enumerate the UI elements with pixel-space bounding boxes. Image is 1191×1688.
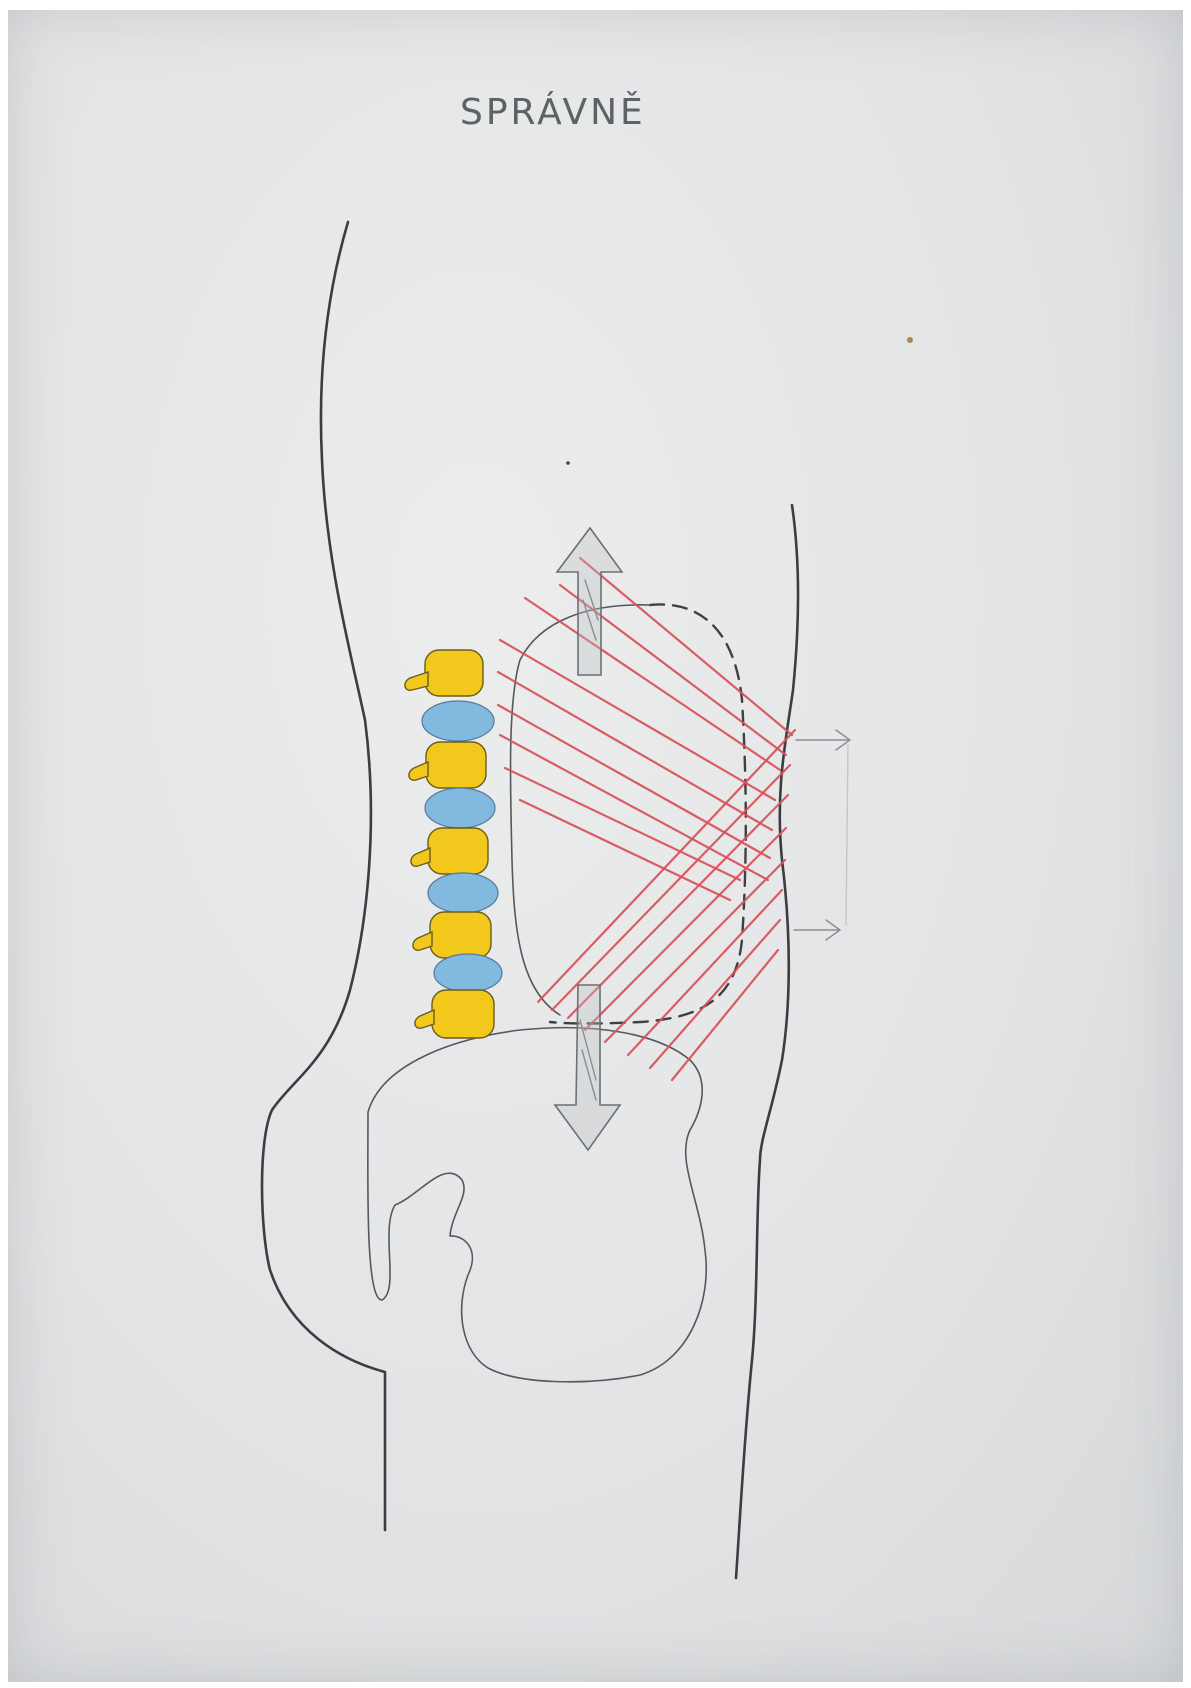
disc-4 [434,954,502,992]
spine [405,650,502,1038]
vertebra-5 [415,990,494,1038]
title-text: SPRÁVNĚ [460,91,646,133]
arrow-down-icon [555,985,620,1150]
disc-1 [422,701,494,741]
body-outline-left [262,222,385,1530]
vertebra-1 [405,650,483,696]
vertebra-2 [409,742,486,788]
paper-speck [907,337,913,343]
vertebra-4 [413,912,491,958]
pencil-dot [566,461,570,465]
arrow-up-icon [557,528,622,675]
arrow-right-icon-upper [796,730,850,750]
body-outline-right [736,505,798,1578]
oblique-muscle-lines-descending [498,558,792,900]
arrow-right-icon-lower [794,920,840,940]
pelvis-outline [368,1028,706,1382]
disc-3 [428,873,498,913]
expansion-guide-line [846,745,848,925]
vertebra-3 [411,828,488,874]
disc-2 [425,788,495,828]
